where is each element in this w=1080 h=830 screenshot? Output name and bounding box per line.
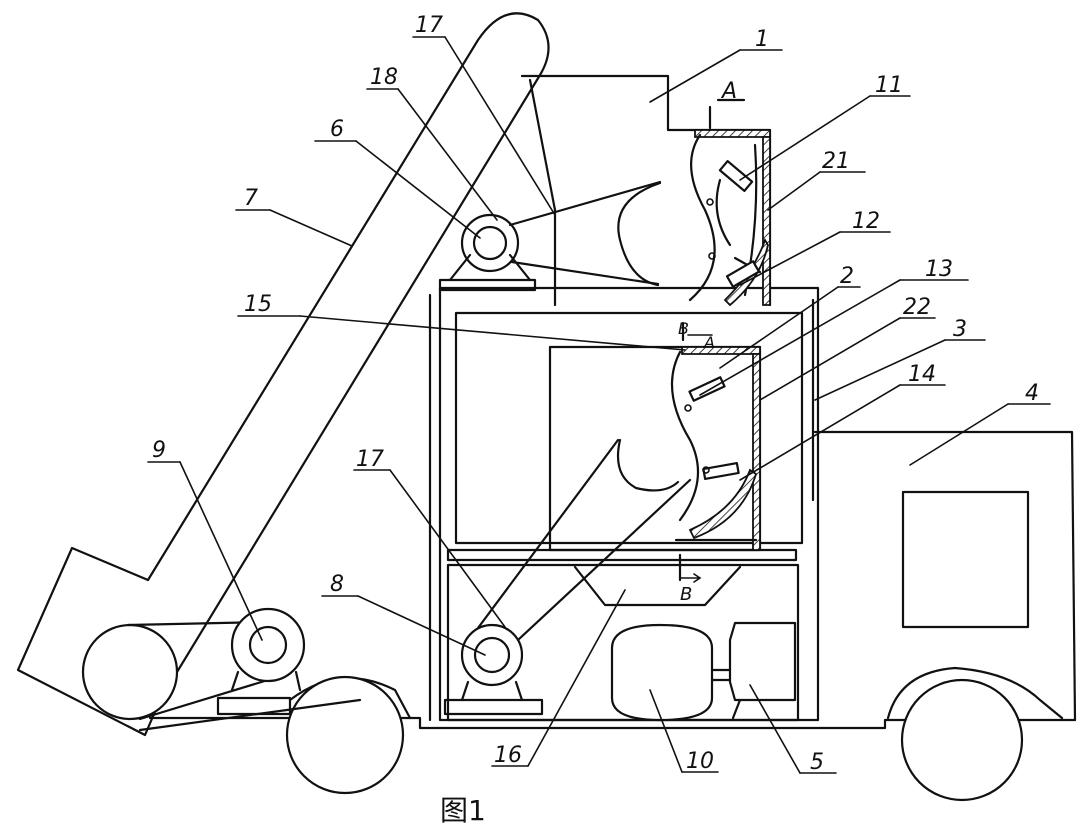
leader-lines xyxy=(147,36,1051,774)
figure-caption: 图1 xyxy=(440,794,486,827)
label-4: 4 xyxy=(1025,381,1039,406)
fan-drum xyxy=(610,623,714,722)
label-12: 12 xyxy=(852,209,880,234)
label-17-lower: 17 xyxy=(356,447,384,472)
label-21: 21 xyxy=(822,149,850,174)
section-b-bottom-label: B xyxy=(680,584,692,605)
section-marker-a-top: A xyxy=(708,79,746,130)
label-9: 9 xyxy=(152,438,166,463)
section-marker-b-bottom: B xyxy=(678,553,702,605)
label-1: 1 xyxy=(755,27,769,52)
upper-crusher-housing xyxy=(520,74,772,307)
upper-motor xyxy=(438,180,662,292)
label-10: 10 xyxy=(686,749,714,774)
rear-wheel xyxy=(285,675,405,795)
vehicle-cab xyxy=(813,430,1077,722)
label-2: 2 xyxy=(840,264,854,289)
label-6: 6 xyxy=(330,117,344,142)
label-14: 14 xyxy=(908,362,936,387)
label-15: 15 xyxy=(244,292,272,317)
fan-motor xyxy=(710,621,797,720)
part-labels: 1 11 21 12 17 18 6 7 15 2 13 22 3 14 4 9… xyxy=(152,13,1039,775)
label-5: 5 xyxy=(810,750,824,775)
conveyor-motor xyxy=(216,607,306,716)
label-17-top: 17 xyxy=(415,13,443,38)
label-16: 16 xyxy=(494,743,522,768)
section-marker-b-top: B A xyxy=(678,319,715,352)
front-wheel xyxy=(900,678,1024,802)
label-8: 8 xyxy=(330,572,344,597)
label-22: 22 xyxy=(903,295,931,320)
label-3: 3 xyxy=(953,317,967,342)
label-18: 18 xyxy=(370,65,398,90)
lower-crusher-housing xyxy=(548,345,762,552)
label-13: 13 xyxy=(925,257,953,282)
section-b-top-label: B xyxy=(678,319,689,338)
section-a-mid-label: A xyxy=(703,333,715,352)
section-a-top-label: A xyxy=(720,79,737,104)
machine-frame xyxy=(428,286,820,722)
label-7: 7 xyxy=(244,186,258,211)
lower-motor xyxy=(443,438,692,716)
label-11: 11 xyxy=(875,73,903,98)
cab-window xyxy=(901,490,1030,629)
conveyor-drum xyxy=(81,620,270,721)
discharge-hopper xyxy=(573,565,742,607)
